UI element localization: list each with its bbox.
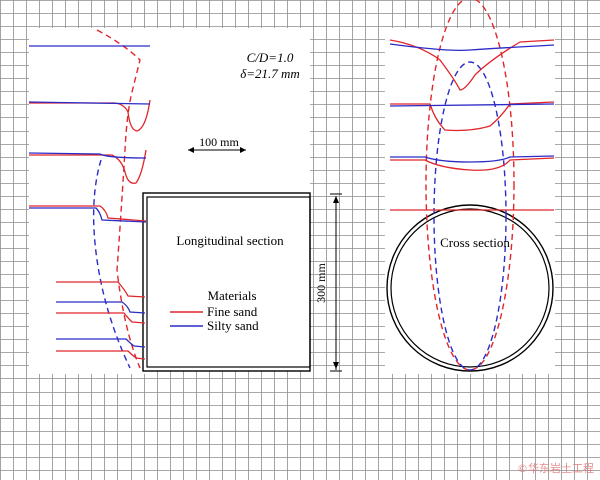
delta-label: δ=21.7 mm [240, 66, 300, 81]
tunnel-lining [146, 196, 311, 368]
legend-title: Materials [207, 288, 256, 303]
failure-envelope-silty-sand [92, 159, 131, 369]
longitudinal-section-label: Longitudinal section [176, 233, 284, 248]
scale-bar-label: 100 mm [199, 135, 239, 149]
failure-envelope-silty-sand-cross [433, 61, 507, 371]
legend: Materials Fine sand Silty sand [170, 288, 259, 333]
longitudinal-section: C/D=1.0 δ=21.7 mm 100 mm Longitudinal se… [28, 29, 342, 372]
left-panel-bg [29, 28, 152, 374]
scale-bar: 100 mm [188, 135, 246, 153]
failure-envelope-fine-sand-cross [425, 0, 515, 371]
settlement-profiles-right [389, 39, 555, 211]
cross-section: Cross section [386, 0, 555, 372]
watermark: ©华东岩土工程 [517, 461, 594, 475]
height-dimension: 300 mm [314, 193, 342, 372]
tunnel-circle-outer [386, 204, 554, 372]
cross-section-label: Cross section [440, 235, 510, 250]
legend-label-silty-sand: Silty sand [207, 318, 259, 333]
height-dimension-label: 300 mm [314, 263, 328, 303]
ratio-label: C/D=1.0 [247, 50, 294, 65]
settlement-profiles-left [28, 45, 151, 360]
tunnel-outline [142, 192, 311, 372]
left-panel-bg-upper [152, 28, 310, 193]
tunnel-circle-inner [390, 208, 550, 368]
legend-label-fine-sand: Fine sand [207, 304, 258, 319]
